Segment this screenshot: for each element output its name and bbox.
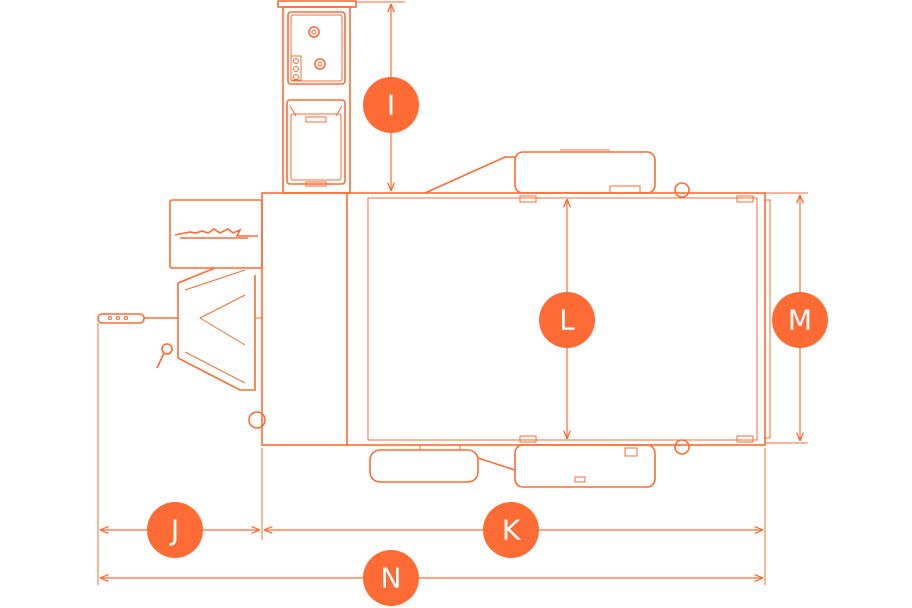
dimension-badge-i: I	[363, 77, 419, 133]
dimension-label: M	[788, 304, 812, 337]
dimension-badge-l: L	[539, 292, 595, 348]
fenders-and-awning	[369, 149, 690, 488]
dimension-badge-m: M	[772, 292, 828, 348]
dimension-badge-n: N	[363, 550, 419, 606]
brand-logo	[174, 228, 258, 239]
dimension-label: J	[169, 514, 179, 547]
kitchen-slide-out	[277, 0, 357, 194]
dimension-badge-j: J	[147, 502, 203, 558]
dimension-label: N	[381, 562, 402, 595]
a-frame-hitch	[97, 267, 266, 429]
dimension-lines	[97, 1, 808, 585]
trailer-body	[261, 192, 771, 446]
dimension-label: L	[559, 304, 575, 337]
dimension-label: K	[502, 514, 521, 547]
dimension-badge-k: K	[483, 502, 539, 558]
dimension-label: I	[387, 89, 395, 122]
front-storage-box	[169, 199, 263, 269]
